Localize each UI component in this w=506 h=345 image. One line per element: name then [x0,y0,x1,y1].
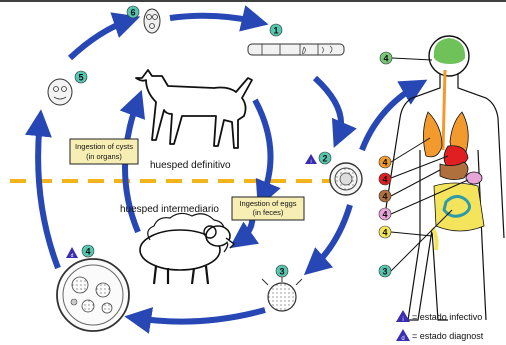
organ-badge-lungs: 4 [379,156,391,168]
organ-badge-brain: 4 [380,52,392,64]
arrow-2-to-human [362,85,418,150]
organ-badge-liver: 4 [379,173,391,185]
label-cysts-line2: (in organs) [86,152,122,161]
stage-badge-1: 1 [270,24,282,36]
svg-text:3: 3 [382,267,387,277]
stage-badge-2-infective: i 2 [305,152,331,165]
svg-text:d: d [401,336,404,342]
scolex-icon [144,9,160,33]
legend-infective-label: = estado infectivo [412,312,482,322]
organ-badge-spleen: 4 [379,208,391,220]
definitive-host-label: huesped definitivo [150,160,231,171]
svg-text:4: 4 [382,228,387,238]
arrow-2-to-3 [312,205,350,268]
legend-diagnostic: d = estado diagnost [396,329,484,342]
oncosphere-icon [262,276,302,311]
label-box-eggs: Ingestion of eggs (in feces) [232,197,304,220]
arrow-5-to-6 [70,20,130,58]
svg-text:1: 1 [273,26,278,36]
adult-tapeworm-icon [248,44,344,55]
legend-diagnostic-label: = estado diagnost [412,331,484,341]
organ-badge-bone: 4 [379,226,391,238]
svg-text:4: 4 [85,247,90,257]
stage-badge-6: 6 [127,6,139,18]
label-eggs-line1: Ingestion of eggs [239,199,296,208]
label-box-cysts: Ingestion of cysts (in organs) [70,139,138,164]
human-body-icon [386,36,504,320]
svg-text:4: 4 [382,192,387,202]
sheep-icon [140,213,234,284]
protoscolex-icon [48,79,72,105]
svg-text:4: 4 [383,54,388,64]
svg-text:d: d [71,253,74,259]
svg-text:3: 3 [279,267,284,277]
arrow-6-to-1 [170,16,258,22]
svg-text:4: 4 [382,175,387,185]
organ-badge-intestine: 3 [379,265,391,277]
stage-badge-4-diagnostic: d 4 [66,245,94,259]
stage-badge-3: 3 [276,265,288,277]
svg-text:2: 2 [322,154,327,164]
svg-text:5: 5 [78,73,83,83]
intermediate-host-label: huesped intermediario [120,204,219,215]
egg-icon [330,163,362,195]
svg-text:i: i [402,317,403,323]
dog-icon [136,70,252,148]
organ-badge-stomach: 4 [379,190,391,202]
label-cysts-line1: Ingestion of cysts [75,142,133,151]
label-eggs-line2: (in feces) [253,208,284,217]
svg-text:6: 6 [130,8,135,18]
arrow-dog-to-eggs [255,100,271,198]
hydatid-cyst-icon [57,259,129,331]
stage-badge-5: 5 [75,71,87,83]
arrow-3-to-cyst [135,310,265,322]
svg-text:4: 4 [382,210,387,220]
svg-text:4: 4 [382,158,387,168]
inner-cycle-arrows [125,100,271,242]
arrow-cyst-to-5 [38,120,58,268]
arrow-1-to-2 [315,78,341,138]
svg-text:i: i [310,159,311,165]
